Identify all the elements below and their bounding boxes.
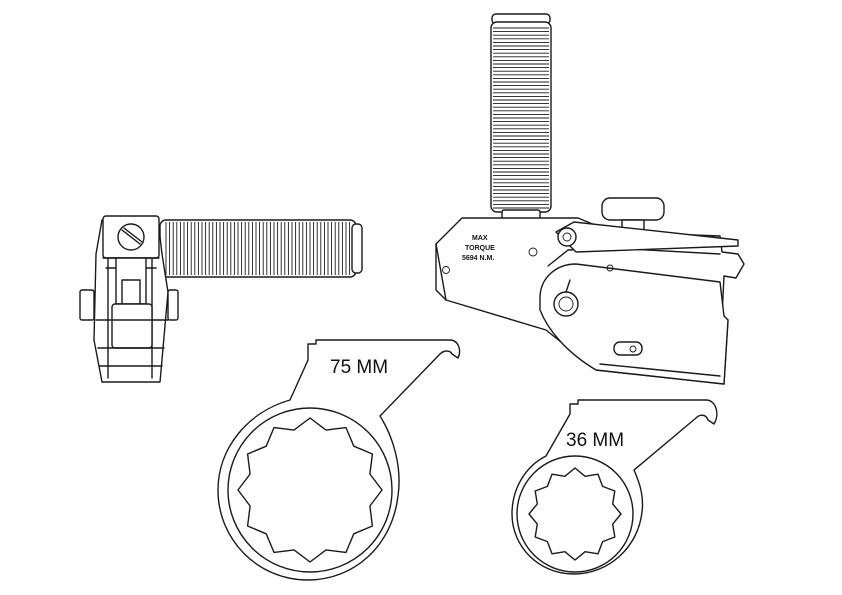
handle-grip	[490, 13, 552, 223]
main-view-wrench: MAX TORQUE 5694 N.M.	[435, 13, 745, 385]
hex-cassette-36mm: 36 MM	[511, 399, 718, 575]
torque-label-line2: TORQUE	[465, 245, 495, 252]
side-view-wrench	[79, 215, 363, 383]
torque-label-line3: 5694 N.M.	[462, 255, 494, 262]
adjust-knob-icon	[601, 197, 665, 231]
cassette-label-75mm: 75 MM	[330, 357, 388, 378]
cassette-label-36mm: 36 MM	[566, 430, 624, 451]
side-view-grip	[159, 219, 363, 278]
hex-cassette-75mm: 75 MM	[217, 339, 461, 581]
torque-label-line1: MAX	[472, 235, 488, 242]
